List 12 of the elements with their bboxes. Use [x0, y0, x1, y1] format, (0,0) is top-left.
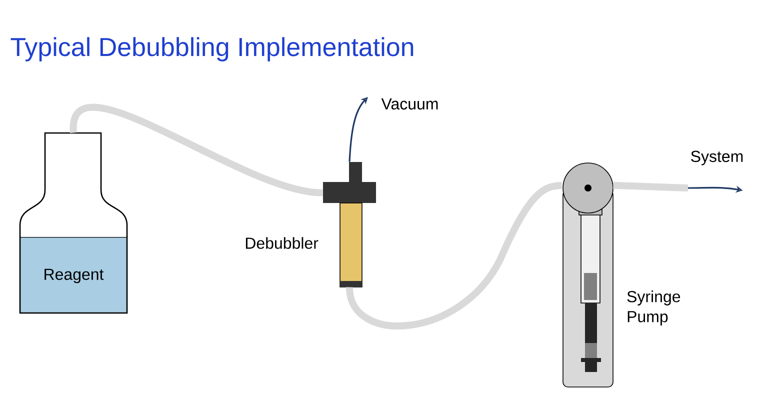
tube — [613, 182, 688, 192]
title: Typical Debubbling Implementation — [10, 37, 414, 62]
debubbler-drawing — [323, 162, 376, 288]
text-label: System — [691, 150, 743, 166]
tube — [70, 104, 324, 196]
part-label: Syringe Pump — [627, 290, 680, 326]
part-label: Debubbler — [246, 237, 318, 249]
tube — [346, 182, 562, 330]
node-label: Reagent — [44, 268, 104, 284]
syringe-pump-drawing — [562, 162, 614, 388]
reagent-bottle: Reagent — [19, 132, 128, 314]
text-label: Vacuum — [381, 98, 438, 110]
